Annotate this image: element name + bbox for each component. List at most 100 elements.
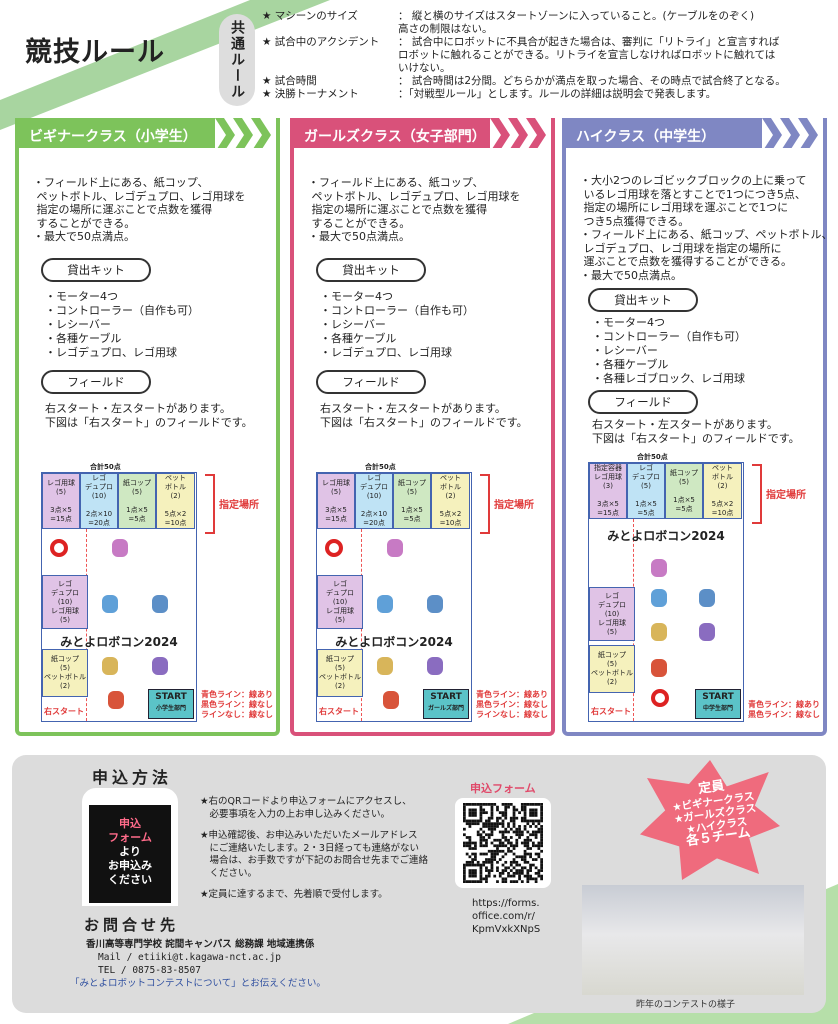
target-cell: ペット ボトル (2) 5点×2 =10点 — [156, 473, 195, 529]
field-title: みとよロボコン2024 — [60, 635, 178, 649]
contact-info: 香川高等専門学校 詫間キャンパス 総務課 地域連携係 Mail / etiiki… — [70, 938, 326, 990]
kit-item: ・各種ケーブル — [592, 358, 669, 371]
contact-org: 香川高等専門学校 詫間キャンパス 総務課 地域連携係 — [86, 939, 315, 950]
kit-item: ・レシーバー — [45, 317, 111, 331]
item-box: 紙コップ (5) ペットボトル (2) — [589, 645, 635, 693]
legend-item: 黒色ライン：線なし — [201, 700, 273, 709]
robot-icon — [651, 559, 667, 577]
kit-list: ・モーター4つ・コントローラー（自作も可）・レシーバー・各種ケーブル・レゴデュプ… — [320, 290, 551, 360]
panel-edge — [551, 118, 555, 148]
target-cell: 紙コップ (5) 1点×5 =5点 — [118, 473, 156, 529]
corner-decoration-mask — [0, 0, 250, 100]
form-url[interactable]: https://forms. office.com/r/ KpmVxkXNpS — [472, 898, 541, 935]
panel-edge — [823, 118, 827, 148]
rule-text: ： 試合時間は2分間。どちらかが満点を取った場合、その時点で試合終了となる。 — [398, 75, 786, 87]
chevron-icon — [508, 118, 528, 152]
start-label: START — [702, 692, 734, 702]
phone-illustration: 申込フォームよりお申込みください — [82, 788, 178, 906]
start-label: START — [430, 692, 462, 702]
robot-icon — [152, 595, 168, 613]
panel-edge — [276, 118, 280, 148]
chevron-icon — [526, 118, 546, 152]
kit-label: 貸出キット — [41, 257, 151, 282]
robot-icon — [651, 659, 667, 677]
class-tab-0: ビギナークラス（小学生） — [15, 118, 215, 152]
field-label: フィールド — [588, 390, 698, 414]
target-cell: ペット ボトル (2) 5点×2 =10点 — [431, 473, 470, 529]
robot-icon — [377, 595, 393, 613]
target-cell: ペット ボトル (2) 5点×2 =10点 — [703, 463, 742, 519]
kit-item: ・レシーバー — [592, 344, 658, 357]
field-description: 右スタート・左スタートがあります。 下図は「右スタート」のフィールドです。 — [45, 401, 253, 429]
bracket-icon — [480, 474, 490, 534]
class-tab-1: ガールズクラス（女子部門） — [290, 118, 490, 152]
robot-icon — [651, 589, 667, 607]
right-start-label: 右スタート — [319, 707, 359, 716]
start-zone: START 中学生部門 — [695, 689, 741, 719]
target-cell: レゴ デュプロ (10) 2点×10 =20点 — [80, 473, 118, 529]
target-area-label: 指定場所 — [766, 490, 806, 501]
kit-label: 貸出キット — [588, 288, 698, 312]
kit-item: ・レゴデュプロ、レゴ用球 — [45, 345, 177, 359]
item-box: レゴ デュプロ (10) レゴ用球 (5) — [589, 587, 635, 641]
right-start-label: 右スタート — [591, 707, 631, 716]
target-cell: レゴ デュプロ (10) 2点×10 =20点 — [355, 473, 393, 529]
chevron-icon — [762, 118, 782, 152]
legend-item: 青色ライン：線あり — [748, 700, 820, 709]
gear-icon — [50, 539, 68, 557]
contact-tel: TEL / 0875-83-8507 — [98, 965, 201, 976]
rule-key: ★ 試合中のアクシデント — [262, 36, 380, 48]
field-area: 合計50点レゴ用球 (5) 3点×5 =15点レゴ デュプロ (10) 2点×1… — [19, 463, 276, 722]
field-area: 合計50点指定容器 レゴ用球 (3) 3点×5 =15点レゴ デュプロ (5) … — [566, 453, 823, 722]
field-area: 合計50点レゴ用球 (5) 3点×5 =15点レゴ デュプロ (10) 2点×1… — [294, 463, 551, 722]
line-legend: 青色ライン：線あり黒色ライン：線なしラインなし：線なし — [476, 690, 548, 720]
chevron-icon — [215, 118, 235, 152]
instruction: ★申込確認後、お申込みいただいたメールアドレス にご連絡いたします。2・3日経っ… — [200, 830, 429, 879]
target-cell: 紙コップ (5) 1点×5 =5点 — [393, 473, 431, 529]
class-panel: ・フィールド上にある、紙コップ、 ペットボトル、レゴデュプロ、レゴ用球を 指定の… — [15, 148, 280, 736]
robot-icon — [427, 595, 443, 613]
rule-item: ★ 決勝トーナメント：「対戦型ルール」とします。ルールの詳細は説明会で発表します… — [262, 88, 836, 101]
apply-heading: 申込方法 — [92, 768, 173, 787]
field-title: みとよロボコン2024 — [607, 529, 725, 543]
instruction: ★定員に達するまで、先着順で受付します。 — [200, 889, 388, 900]
gear-icon — [325, 539, 343, 557]
rule-key: ★ 試合時間 — [262, 75, 317, 87]
field-title: みとよロボコン2024 — [335, 635, 453, 649]
field-description: 右スタート・左スタートがあります。 下図は「右スタート」のフィールドです。 — [320, 401, 528, 429]
kit-label: 貸出キット — [316, 257, 426, 282]
field-total: 合計50点 — [365, 463, 396, 471]
robot-icon — [699, 589, 715, 607]
field-total: 合計50点 — [90, 463, 121, 471]
kit-item: ・レゴデュプロ、レゴ用球 — [320, 345, 452, 359]
common-rules-label: 共通ルール — [219, 14, 255, 106]
legend-item: ラインなし：線なし — [201, 710, 273, 719]
right-start-label: 右スタート — [44, 707, 84, 716]
field-total: 合計50点 — [637, 453, 668, 461]
division-label: ガールズ部門 — [427, 705, 464, 712]
rule-key: ★ 決勝トーナメント — [262, 88, 359, 100]
robot-icon — [152, 657, 168, 675]
target-cell: レゴ デュプロ (5) 1点×5 =5点 — [627, 463, 665, 519]
contest-photo — [582, 885, 804, 995]
contact-heading: お問合せ先 — [84, 916, 180, 934]
legend-item: ラインなし：線なし — [476, 710, 548, 719]
contact-mail[interactable]: Mail / etiiki@t.kagawa-nct.ac.jp — [98, 952, 282, 963]
division-label: 中学生部門 — [702, 705, 733, 712]
robot-icon — [699, 623, 715, 641]
class-panel: ・大小2つのレゴビックブロックの上に乗って いるレゴ用球を落とすことで1つにつき… — [562, 148, 832, 736]
class-tab-2: ハイクラス（中学生） — [562, 118, 762, 152]
start-label: START — [155, 692, 187, 702]
robot-icon — [427, 657, 443, 675]
phone-screen: 申込フォームよりお申込みください — [89, 805, 171, 903]
robot-icon — [112, 539, 128, 557]
rule-text: ： 縦と横のサイズはスタートゾーンに入っていること。(ケーブルをのぞく) 高さの… — [398, 10, 755, 35]
field-diagram: 合計50点レゴ用球 (5) 3点×5 =15点レゴ デュプロ (10) 2点×1… — [316, 463, 472, 722]
item-box: レゴ デュプロ (10) レゴ用球 (5) — [317, 575, 363, 629]
field-description: 右スタート・左スタートがあります。 下図は「右スタート」のフィールドです。 — [592, 418, 800, 445]
qr-code[interactable] — [455, 798, 551, 888]
chevron-icon — [233, 118, 253, 152]
target-cell: 紙コップ (5) 1点×5 =5点 — [665, 463, 703, 519]
kit-item: ・各種レゴブロック、レゴ用球 — [592, 372, 746, 385]
phone-text: お申込み — [108, 859, 152, 872]
